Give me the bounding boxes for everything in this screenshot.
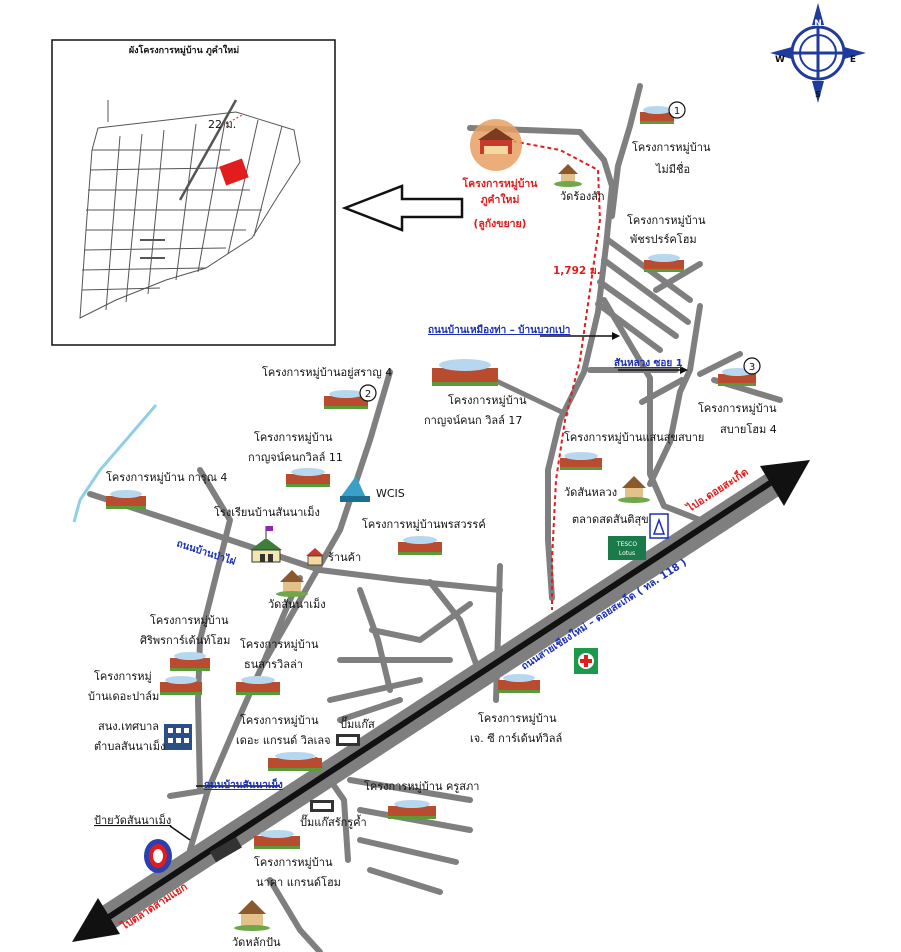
village-kanyakanok11-1: โครงการหมู่บ้าน: [254, 430, 333, 444]
compass-n: N: [814, 19, 822, 29]
gas-station-icon: [310, 800, 334, 812]
compass-w: W: [775, 55, 785, 65]
emblem-icon: [144, 839, 172, 873]
village-jcgarden-2: เจ. ซี การ์เด้นท์วิลล์: [470, 732, 562, 745]
village-kanyakanok17-1: โครงการหมู่บ้าน: [448, 393, 527, 407]
road-sanluang-label: สันหลวง ซอย 1: [614, 357, 683, 369]
highway-label: ถนนสายเชียงใหม่ – ดอยสะเก็ด ( ทล. 118 ): [518, 555, 689, 673]
project-name-2: ภูคำใหม่: [481, 192, 520, 207]
marker-3: 3: [743, 357, 761, 375]
school-icon: [250, 526, 282, 563]
temple-icon: [276, 570, 308, 597]
gas-station-icon: [336, 734, 360, 746]
marker-1: 1: [668, 101, 686, 119]
marker-2: 2: [359, 384, 377, 402]
village-khrusapa: โครงการหมู่บ้าน ครูสภา: [364, 779, 479, 793]
village-1-label-2: ไม่มีชื่อ: [655, 161, 690, 176]
village-palm-1: โครงการหมู่: [94, 669, 152, 683]
route-to-project: [505, 139, 602, 610]
village-pornsawan: โครงการหมู่บ้านพรสวรรค์: [362, 517, 486, 531]
village-3-label-2: สบายโฮม 4: [720, 422, 777, 436]
village-patcharaprat-2: พัชรปรร์คโฮม: [630, 232, 697, 246]
road-mueangtha-label: ถนนบ้านเหมืองท่า – บ้านบวกเปา: [428, 324, 570, 336]
marker-2-label: 2: [365, 389, 371, 400]
tesco-label: TESCO: [616, 541, 637, 548]
marker-1-label: 1: [674, 106, 680, 117]
compass-rose-icon: N W E S: [770, 3, 866, 103]
village-thanasarn-1: โครงการหมู่บ้าน: [240, 637, 319, 651]
village-ousarang: โครงการหมู่บ้านอยู่สราญ 4: [262, 365, 392, 379]
village-karun: โครงการหมู่บ้าน การุณ 4: [106, 470, 227, 484]
village-1-label-1: โครงการหมู่บ้าน: [632, 140, 711, 154]
inset-title: ผังโครงการหมู่บ้าน ภูคำใหม่: [129, 44, 239, 56]
village-patcharaprat-1: โครงการหมู่บ้าน: [627, 213, 706, 227]
temple-icon: [554, 164, 582, 187]
wcis-icon: [340, 476, 370, 502]
inset-pointer-arrow: [341, 184, 464, 232]
inset-distance: 22 ม.: [208, 118, 236, 131]
compass-s: S: [815, 90, 821, 99]
project-name-1: โครงการหมู่บ้าน: [462, 177, 539, 191]
market-label: ตลาดสดสันติสุข: [572, 513, 649, 526]
temple-icon: [234, 900, 270, 931]
wcis-label: WCIS: [376, 487, 405, 500]
village-grand-1: โครงการหมู่บ้าน: [240, 713, 319, 727]
village-grand-2: เดอะ แกรนด์ วิลเลจ: [236, 734, 331, 747]
wat-sannameng-label: วัดสันนาเม็ง: [268, 597, 326, 611]
compass-e: E: [850, 55, 856, 65]
highway-118: [72, 460, 810, 942]
marker-3-label: 3: [749, 362, 755, 373]
municipality-label-1: สนง.เทศบาล: [98, 720, 159, 733]
lotus-label: Lotus: [619, 550, 635, 557]
pharmacy-icon: [574, 648, 598, 674]
gas-station-label-1: ปั๊มแก๊ส: [340, 716, 375, 731]
village-kanyakanok11-2: กาญจน์คนกวิลล์ 11: [248, 451, 343, 464]
inset-project-plot: [219, 158, 249, 186]
village-siri-2: ศิริพรการ์เด้นท์โฮม: [140, 633, 230, 647]
village-nakha-1: โครงการหมู่บ้าน: [254, 855, 333, 869]
river: [72, 404, 158, 523]
village-jcgarden-1: โครงการหมู่บ้าน: [478, 711, 557, 725]
village-thanasarn-2: ธนสารวิลล่า: [244, 658, 303, 671]
gas-station-label-2: ปั๊มแก๊สรักรูค้ำ: [300, 814, 367, 829]
project-name-3: (ลูกังขยาย): [474, 218, 527, 231]
tesco-lotus-icon: TESCO Lotus: [608, 536, 646, 560]
shop-label: ร้านค้า: [328, 551, 361, 564]
village-icons: [106, 106, 756, 849]
wat-lakpan-label: วัดหลักปัน: [232, 936, 281, 949]
village-siri-1: โครงการหมู่บ้าน: [150, 613, 229, 627]
temple-icon: [618, 476, 650, 503]
road-sannameng-label: ถนนบ้านสันนาเม็ง: [204, 777, 283, 791]
bus-stop-icon: [210, 837, 242, 863]
wat-sanluang-label: วัดสันหลวง: [564, 486, 617, 499]
project-village-icon: [478, 128, 514, 154]
school-label: โรงเรียนบ้านสันนาเม็ง: [214, 505, 320, 519]
village-3-label-1: โครงการหมู่บ้าน: [698, 401, 777, 415]
market-icon: [649, 513, 669, 539]
village-nakha-2: นาคา แกรนด์โฮม: [256, 875, 341, 889]
municipality-label-2: ตำบลสันนาเม็ง: [94, 739, 165, 753]
municipality-icon: [164, 724, 192, 750]
shop-icon: [306, 548, 324, 566]
sign-label: ป้ายวัดสันนาเม็ง: [94, 813, 171, 827]
wat-rongsak-label: วัดร้องสัก: [560, 190, 605, 203]
village-palm-2: บ้านเดอะปาล์ม: [88, 690, 159, 703]
village-saensook: โครงการหมู่บ้านแสนสุขสบาย: [564, 430, 704, 444]
village-kanyakanok17-2: กาญจน์คนก วิลล์ 17: [424, 414, 522, 427]
inset-plan: ผังโครงการหมู่บ้าน ภูคำใหม่ 22 ม.: [51, 39, 336, 346]
route-distance: 1,792 ม.: [553, 265, 601, 277]
